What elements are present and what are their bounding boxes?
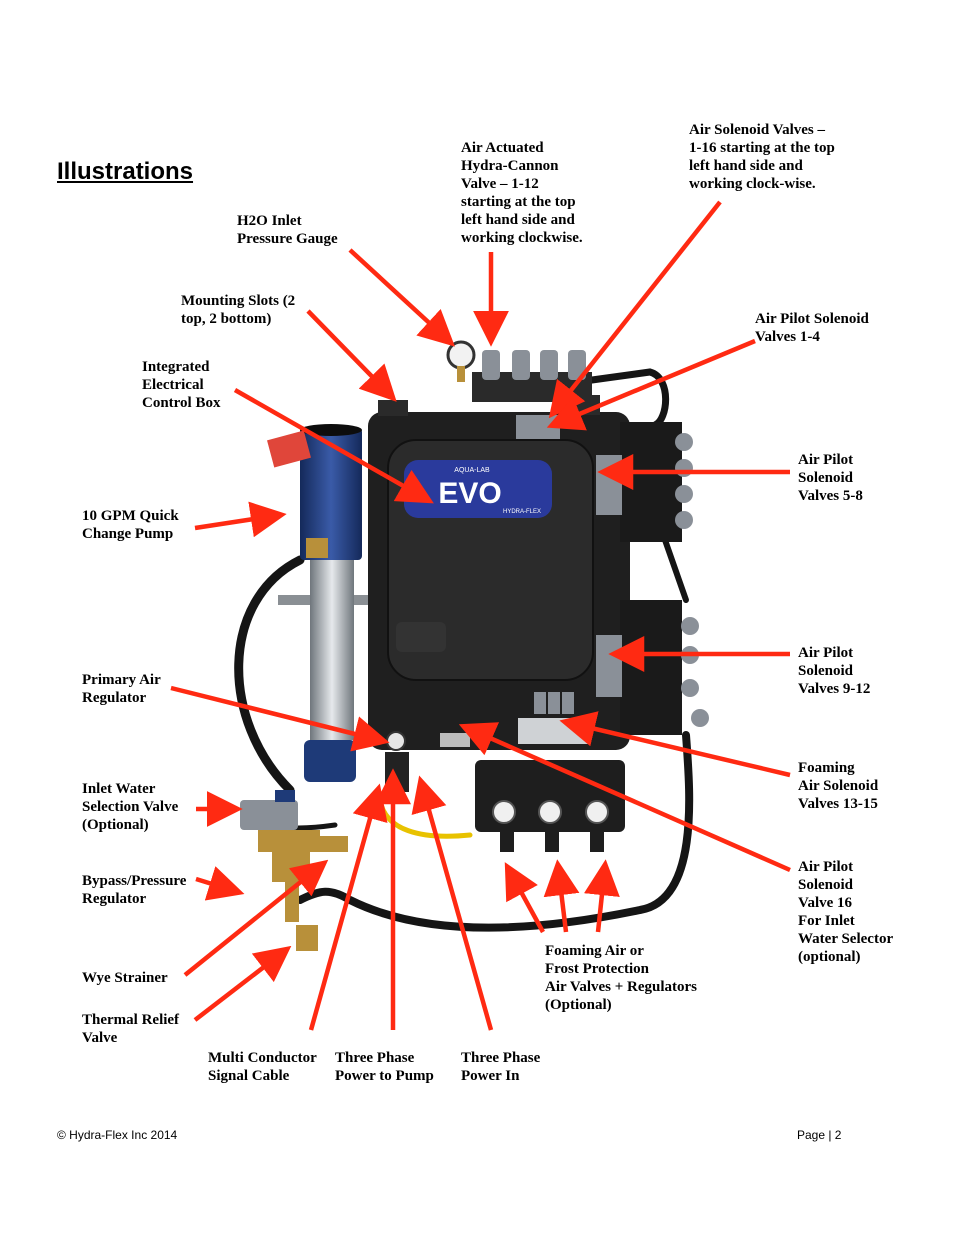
badge-brand-large: EVO (438, 477, 501, 510)
label-signal-cable: Multi Conductor Signal Cable (208, 1050, 317, 1084)
label-air-pilot-1-4: Air Pilot Solenoid Valves 1-4 (755, 311, 869, 345)
arrow-bypass (195, 866, 245, 901)
arrow-h2o-gauge (348, 248, 455, 347)
arrow-pump (194, 501, 287, 538)
label-air-pilot-16: Air Pilot Solenoid Valve 16 For Inlet Wa… (798, 859, 894, 965)
annotation-arrows (170, 200, 791, 1031)
pump-assembly (267, 424, 362, 782)
arrow-thermal (193, 945, 292, 1022)
arrow-primary-regulator (170, 685, 390, 752)
footer-page-number: Page | 2 (797, 1128, 842, 1142)
label-inlet-selection: Inlet Water Selection Valve (Optional) (82, 781, 179, 833)
arrow-air-solenoid (548, 200, 722, 419)
arrow-signal-cable (308, 783, 388, 1031)
arrow-air-pilot-16 (458, 722, 791, 873)
top-valve-manifold (446, 340, 592, 439)
label-power-in: Three Phase Power In (461, 1050, 541, 1084)
inlet-plumbing (240, 790, 348, 951)
regulator-box (475, 760, 625, 852)
label-mounting-slots: Mounting Slots (2 top, 2 bottom) (181, 293, 296, 327)
footer-copyright: © Hydra-Flex Inc 2014 (57, 1128, 178, 1142)
badge-brand-small: AQUA-LAB (454, 467, 490, 474)
label-pump: 10 GPM Quick Change Pump (82, 508, 179, 542)
badge-maker: HYDRA-FLEX (503, 509, 541, 515)
arrow-power-in (411, 775, 494, 1031)
label-air-pilot-5-8: Air Pilot Solenoid Valves 5-8 (798, 452, 863, 504)
evo-badge (404, 460, 552, 518)
page-title: Illustrations (57, 158, 194, 185)
label-power-pump: Three Phase Power to Pump (335, 1050, 434, 1084)
label-control-box: Integrated Electrical Control Box (142, 359, 221, 411)
arrow-foaming-frost-3 (584, 859, 620, 933)
label-bypass: Bypass/Pressure Regulator (82, 873, 187, 907)
arrow-foaming-frost-2 (543, 859, 580, 933)
arrow-foaming-13-15 (559, 711, 791, 778)
arrow-wye (183, 859, 329, 977)
arrow-mounting (306, 309, 397, 402)
arrow-air-pilot-1-4 (546, 338, 756, 431)
pressure-gauge (446, 340, 476, 370)
label-air-pilot-9-12: Air Pilot Solenoid Valves 9-12 (798, 645, 871, 697)
label-foaming-13-15: Foaming Air Solenoid Valves 13-15 (798, 760, 879, 812)
arrow-foaming-frost-1 (504, 862, 545, 934)
label-air-actuated-valve: Air Actuated Hydra-Cannon Valve – 1-12 s… (461, 140, 583, 246)
label-thermal: Thermal Relief Valve (82, 1012, 180, 1046)
label-primary-regulator: Primary Air Regulator (82, 672, 161, 706)
label-h2o-gauge: H2O Inlet Pressure Gauge (237, 213, 338, 247)
arrow-control-box (233, 388, 434, 504)
control-cabinet: AQUA-LAB EVO HYDRA-FLEX (368, 395, 630, 750)
label-air-solenoid-valves: Air Solenoid Valves – 1-16 starting at t… (689, 122, 835, 192)
label-wye: Wye Strainer (82, 970, 168, 986)
label-foaming-frost: Foaming Air or Frost Protection Air Valv… (545, 943, 698, 1013)
